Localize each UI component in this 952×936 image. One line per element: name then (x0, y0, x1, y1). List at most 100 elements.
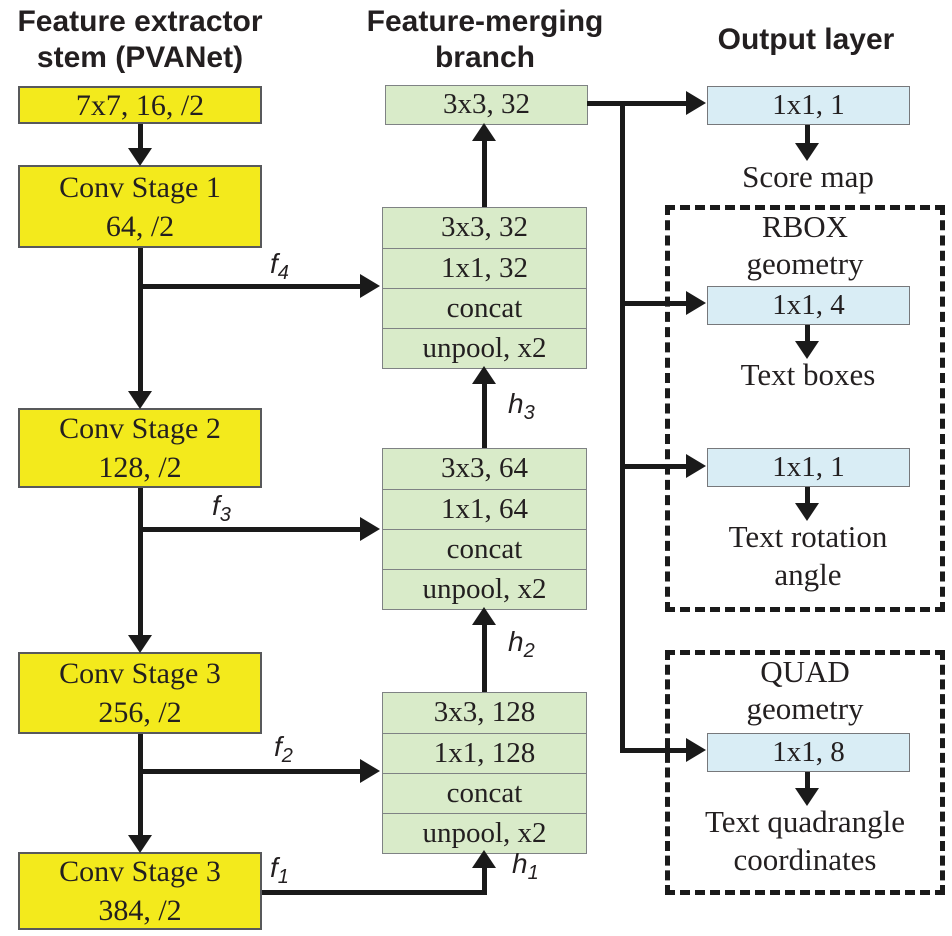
stack-row: unpool, x2 (383, 328, 586, 368)
label-f1: f1 (270, 852, 289, 888)
arrowhead-quad-caption (795, 788, 819, 806)
output-column-header: Output layer (660, 22, 952, 58)
score-conv-box: 1x1, 1 (707, 86, 910, 125)
connector-stem-3 (138, 488, 143, 638)
stack-row: unpool, x2 (383, 569, 586, 609)
stack-row: unpool, x2 (383, 813, 586, 853)
merge-stack-3: 3x3, 128 1x1, 128 concat unpool, x2 (382, 692, 587, 854)
stem-box-stage3-title: Conv Stage 3 (59, 657, 221, 690)
quad-conv-label: 1x1, 8 (772, 736, 845, 768)
stem-box-stage3: Conv Stage 3 256, /2 (18, 652, 262, 734)
rbox-geometry-group (665, 205, 945, 612)
connector-stem-2 (138, 248, 143, 394)
arrowhead-f3 (360, 517, 380, 541)
connector-textboxes-caption (805, 325, 810, 343)
quad-title: QUAD (760, 654, 850, 689)
connector-score (587, 101, 688, 106)
merge-top-box-label: 3x3, 32 (443, 88, 530, 120)
arrowhead-quad (686, 738, 706, 762)
stem-box-stage1-params: 64, /2 (105, 209, 175, 243)
connector-stem-4 (138, 734, 143, 838)
merge-header-line2: branch (434, 41, 536, 74)
score-caption: Score map (742, 159, 874, 194)
connector-rbox-angle (620, 464, 688, 469)
quad-subtitle: geometry (746, 691, 864, 726)
stem-header-line1: Feature extractor (17, 5, 263, 38)
stem-header-line2: stem (PVANet) (36, 41, 244, 74)
rbox-angle-conv-label: 1x1, 1 (772, 451, 845, 483)
rbox-boxes-conv-label: 1x1, 4 (772, 289, 845, 321)
stack-row: 3x3, 64 (441, 452, 528, 484)
quad-caption: Text quadrangle coordinates (704, 804, 906, 877)
arrowhead-score (686, 91, 706, 115)
rbox-boxes-conv-box: 1x1, 4 (707, 286, 910, 325)
connector-h3 (482, 383, 487, 448)
stem-box-conv7x7: 7x7, 16, /2 (18, 86, 262, 124)
arrowhead-rbox-boxes (686, 291, 706, 315)
stem-box-stage1-title: Conv Stage 1 (59, 170, 221, 204)
merge-header-line1: Feature-merging (366, 5, 604, 38)
label-h1: h1 (512, 848, 539, 884)
stack-row: 3x3, 128 (433, 696, 536, 728)
label-f2: f2 (274, 731, 293, 767)
stem-box-stage2-params: 128, /2 (98, 451, 182, 484)
connector-f1-horizontal (262, 890, 487, 895)
stem-box-stage2: Conv Stage 2 128, /2 (18, 408, 262, 488)
label-h2: h2 (508, 626, 535, 662)
stack-row: concat (383, 529, 586, 569)
rbox-subtitle: geometry (746, 246, 864, 281)
connector-quad (620, 748, 688, 753)
stem-box-stage1: Conv Stage 1 64, /2 (18, 165, 262, 248)
merge-stack-1: 3x3, 32 1x1, 32 concat unpool, x2 (382, 207, 587, 369)
arrowhead-stem-2 (128, 391, 152, 409)
arrowhead-up-top (472, 123, 496, 141)
stem-column-header: Feature extractor stem (PVANet) (0, 4, 280, 76)
stem-box-stage2-title: Conv Stage 2 (59, 412, 221, 445)
stack-row: 1x1, 64 (383, 489, 586, 529)
arrowhead-angle-caption (795, 503, 819, 521)
label-f3: f3 (212, 490, 231, 526)
label-h3: h3 (508, 388, 535, 424)
connector-h2 (482, 624, 487, 692)
stem-box-stage4: Conv Stage 3 384, /2 (18, 852, 262, 930)
merge-top-box: 3x3, 32 (385, 85, 588, 125)
arrowhead-stem-1 (128, 148, 152, 166)
label-f4: f4 (270, 248, 289, 284)
stack-row: 3x3, 32 (441, 211, 528, 243)
connector-output-trunk (620, 101, 625, 753)
stack-row: 1x1, 128 (383, 733, 586, 773)
merge-stack-2: 3x3, 64 1x1, 64 concat unpool, x2 (382, 448, 587, 610)
quad-geometry-group (665, 650, 945, 895)
stem-box-stage4-title: Conv Stage 3 (59, 855, 221, 888)
connector-up-top (482, 139, 487, 207)
connector-quad-caption (805, 772, 810, 790)
rbox-angle-caption: Text rotation angle (728, 519, 888, 592)
connector-f3 (140, 527, 362, 532)
arrowhead-score-caption (795, 143, 819, 161)
rbox-boxes-caption: Text boxes (740, 357, 876, 392)
stack-row: 1x1, 32 (383, 248, 586, 288)
arrowhead-rbox-angle (686, 454, 706, 478)
arrowhead-h3 (472, 366, 496, 384)
arrowhead-f2 (360, 759, 380, 783)
rbox-title: RBOX (761, 209, 849, 244)
score-conv-label: 1x1, 1 (772, 89, 845, 121)
connector-f1-vertical (482, 866, 487, 895)
quad-conv-box: 1x1, 8 (707, 733, 910, 772)
arrowhead-f4 (360, 274, 380, 298)
stem-box-stage3-params: 256, /2 (98, 696, 182, 729)
rbox-angle-conv-box: 1x1, 1 (707, 448, 910, 487)
stem-box-conv7x7-label: 7x7, 16, /2 (75, 88, 205, 122)
connector-rbox-boxes (620, 301, 688, 306)
arrowhead-stem-4 (128, 835, 152, 853)
connector-angle-caption (805, 487, 810, 505)
merge-column-header: Feature-merging branch (335, 4, 635, 76)
arrowhead-stem-3 (128, 635, 152, 653)
connector-f2 (140, 769, 362, 774)
stack-row: concat (383, 773, 586, 813)
connector-f4 (140, 284, 362, 289)
arrowhead-h2 (472, 607, 496, 625)
arrowhead-f1 (472, 850, 496, 868)
stack-row: concat (383, 288, 586, 328)
